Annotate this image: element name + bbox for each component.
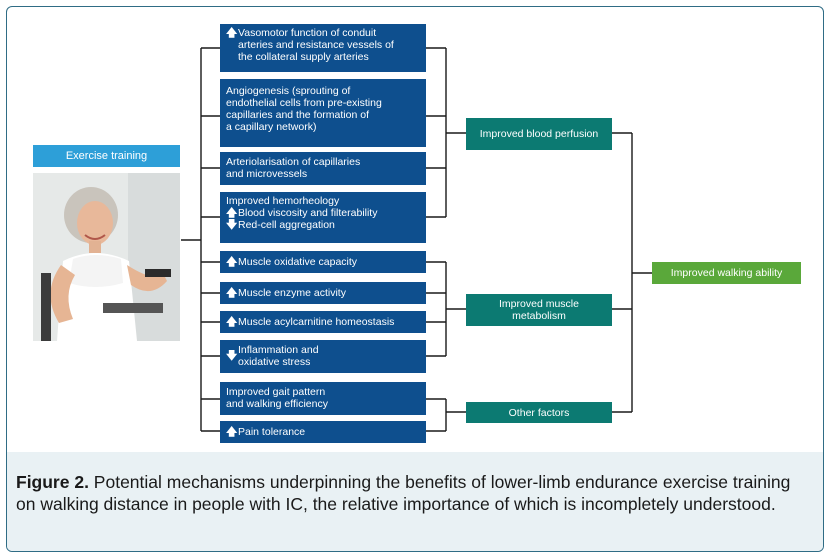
outcome-other-factors: Other factors [466,402,612,423]
down-arrow-icon: 🡇 [226,219,238,231]
mechanism-gait-pattern: Improved gait pattern and walking effici… [220,382,426,415]
woman-exercising-photo [33,173,180,341]
mechanism-angiogenesis: Angiogenesis (sprouting of endothelial c… [220,79,426,147]
up-arrow-icon: 🡅 [226,27,238,39]
mechanism-line: Blood viscosity and filterability [238,207,378,219]
mechanism-line: Improved hemorheology [226,195,340,207]
mechanism-line: arteries and resistance vessels of [238,39,394,51]
mechanism-line: Red-cell aggregation [238,219,335,231]
mechanism-line: Angiogenesis (sprouting of [226,85,351,97]
mechanism-line: Vasomotor function of conduit [238,27,377,39]
mechanism-acylcarnitine: 🡅Muscle acylcarnitine homeostasis [220,311,426,333]
caption-text: Potential mechanisms underpinning the be… [16,472,791,514]
mechanism-line: a capillary network) [226,121,317,133]
mechanism-pain-tolerance: 🡅Pain tolerance [220,421,426,443]
up-arrow-icon: 🡅 [226,426,238,438]
mechanism-enzyme-activity: 🡅Muscle enzyme activity [220,282,426,304]
figure-caption: Figure 2. Potential mechanisms underpinn… [16,471,806,515]
mechanism-hemorheology: Improved hemorheology 🡅Blood viscosity a… [220,192,426,243]
up-arrow-icon: 🡅 [226,287,238,299]
mechanism-line: Arteriolarisation of capillaries [226,156,361,168]
caption-band [7,452,823,551]
final-improved-walking: Improved walking ability [652,262,801,284]
mechanism-line: Muscle enzyme activity [238,287,346,299]
mechanism-line: and microvessels [226,168,308,180]
mechanism-line: oxidative stress [238,356,311,368]
up-arrow-icon: 🡅 [226,256,238,268]
photo-illustration [33,173,180,341]
mechanism-line: Inflammation and [238,344,319,356]
mechanism-line: endothelial cells from pre-existing [226,97,382,109]
mechanism-line: Improved gait pattern [226,386,326,398]
up-arrow-icon: 🡅 [226,316,238,328]
caption-label: Figure 2. [16,472,89,492]
exercise-training-label: Exercise training [33,145,180,167]
mechanism-oxidative-capacity: 🡅Muscle oxidative capacity [220,251,426,273]
up-arrow-icon: 🡅 [226,207,238,219]
down-arrow-icon: 🡇 [226,350,238,362]
mechanism-arteriolarisation: Arteriolarisation of capillaries and mic… [220,152,426,185]
mechanism-line: the collateral supply arteries [238,51,369,63]
mechanism-line: and walking efficiency [226,398,328,410]
mechanism-line: capillaries and the formation of [226,109,369,121]
mechanism-line: Pain tolerance [238,426,306,438]
outcome-muscle-metabolism: Improved muscle metabolism [466,294,612,326]
mechanism-line: Muscle oxidative capacity [238,256,358,268]
mechanism-vasomotor: 🡅Vasomotor function of conduit arteries … [220,24,426,72]
mechanism-line: Muscle acylcarnitine homeostasis [238,316,395,328]
outcome-blood-perfusion: Improved blood perfusion [466,118,612,150]
